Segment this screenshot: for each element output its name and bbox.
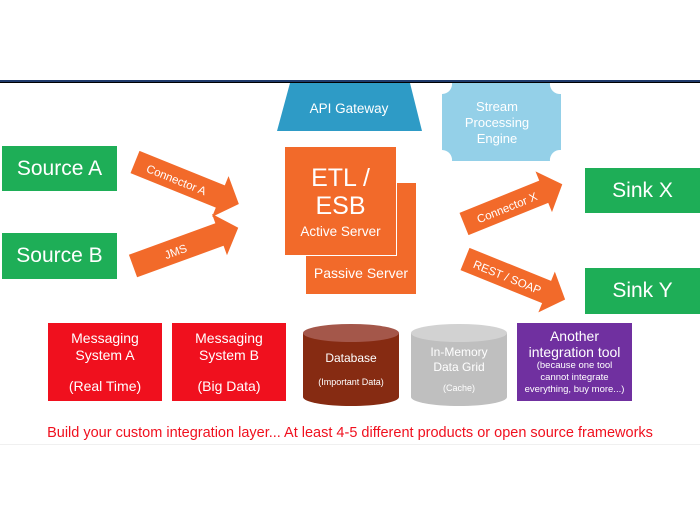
bottom-divider	[0, 444, 700, 445]
database-node: Database (Important Data)	[303, 324, 399, 406]
integration-tool-node: Another integration tool (because one to…	[517, 323, 632, 401]
connector-a-arrow: Connector A	[130, 150, 239, 217]
jms-arrow: JMS	[128, 213, 239, 278]
rest-soap-arrow-shape	[460, 247, 566, 313]
etl-title-line1: ETL /	[311, 163, 370, 192]
database-body	[303, 333, 399, 406]
api-gateway-label: API Gateway	[310, 101, 389, 116]
stream-engine-line3: Engine	[477, 131, 517, 146]
messaging-b-line2: System B	[199, 346, 259, 363]
api-gateway-shape	[277, 83, 422, 131]
source-a-label: Source A	[16, 156, 103, 180]
connector-x-arrow-shape	[459, 171, 563, 236]
integration-tool-line1: Another	[549, 328, 600, 344]
messaging-a-line1: Messaging	[71, 329, 139, 346]
database-note: (Important Data)	[318, 377, 384, 387]
database-top	[303, 324, 399, 342]
header-divider	[0, 80, 700, 83]
data-grid-line2: Data Grid	[433, 360, 484, 374]
api-gateway-node: API Gateway	[277, 83, 422, 131]
integration-tool-line2: integration tool	[528, 344, 621, 360]
integration-tool-note1: (because one tool	[536, 360, 613, 371]
messaging-b-line1: Messaging	[195, 329, 263, 346]
sink-y-node: Sink Y	[585, 268, 700, 314]
messaging-system-b-node: Messaging System B (Big Data)	[172, 323, 286, 401]
source-b-label: Source B	[16, 244, 103, 267]
stream-engine-shape	[442, 83, 561, 161]
footer-caption: Build your custom integration layer... A…	[47, 425, 653, 441]
integration-tool-note3: everything, buy more...)	[524, 384, 625, 395]
data-grid-node: In-Memory Data Grid (Cache)	[411, 324, 507, 406]
rest-soap-arrow: REST / SOAP	[460, 247, 566, 313]
etl-title-line2: ESB	[315, 191, 366, 220]
source-a-node: Source A	[2, 146, 117, 191]
sink-x-label: Sink X	[612, 178, 673, 202]
data-grid-note: (Cache)	[443, 383, 475, 393]
data-grid-top	[411, 324, 507, 342]
database-label: Database	[325, 351, 377, 365]
stream-engine-line1: Stream	[476, 99, 518, 114]
passive-server-label: Passive Server	[313, 265, 409, 281]
messaging-b-note: (Big Data)	[197, 377, 261, 394]
messaging-a-line2: System A	[75, 346, 135, 363]
stream-engine-line2: Processing	[465, 115, 529, 130]
messaging-a-note: (Real Time)	[68, 377, 142, 394]
data-grid-line1: In-Memory	[430, 345, 487, 359]
jms-arrow-shape	[128, 213, 239, 278]
integration-tool-note2: cannot integrate	[540, 372, 609, 383]
sink-x-node: Sink X	[585, 168, 700, 213]
data-grid-body	[411, 333, 507, 406]
messaging-system-a-node: Messaging System A (Real Time)	[48, 323, 162, 401]
active-server-node: ETL / ESB Active Server	[284, 146, 397, 256]
stream-engine-node: Stream Processing Engine	[442, 83, 561, 161]
connector-x-arrow: Connector X	[459, 171, 563, 236]
sink-y-label: Sink Y	[612, 279, 673, 302]
connector-a-arrow-shape	[130, 150, 239, 217]
source-b-node: Source B	[2, 233, 117, 279]
active-server-label: Active Server	[300, 223, 381, 239]
